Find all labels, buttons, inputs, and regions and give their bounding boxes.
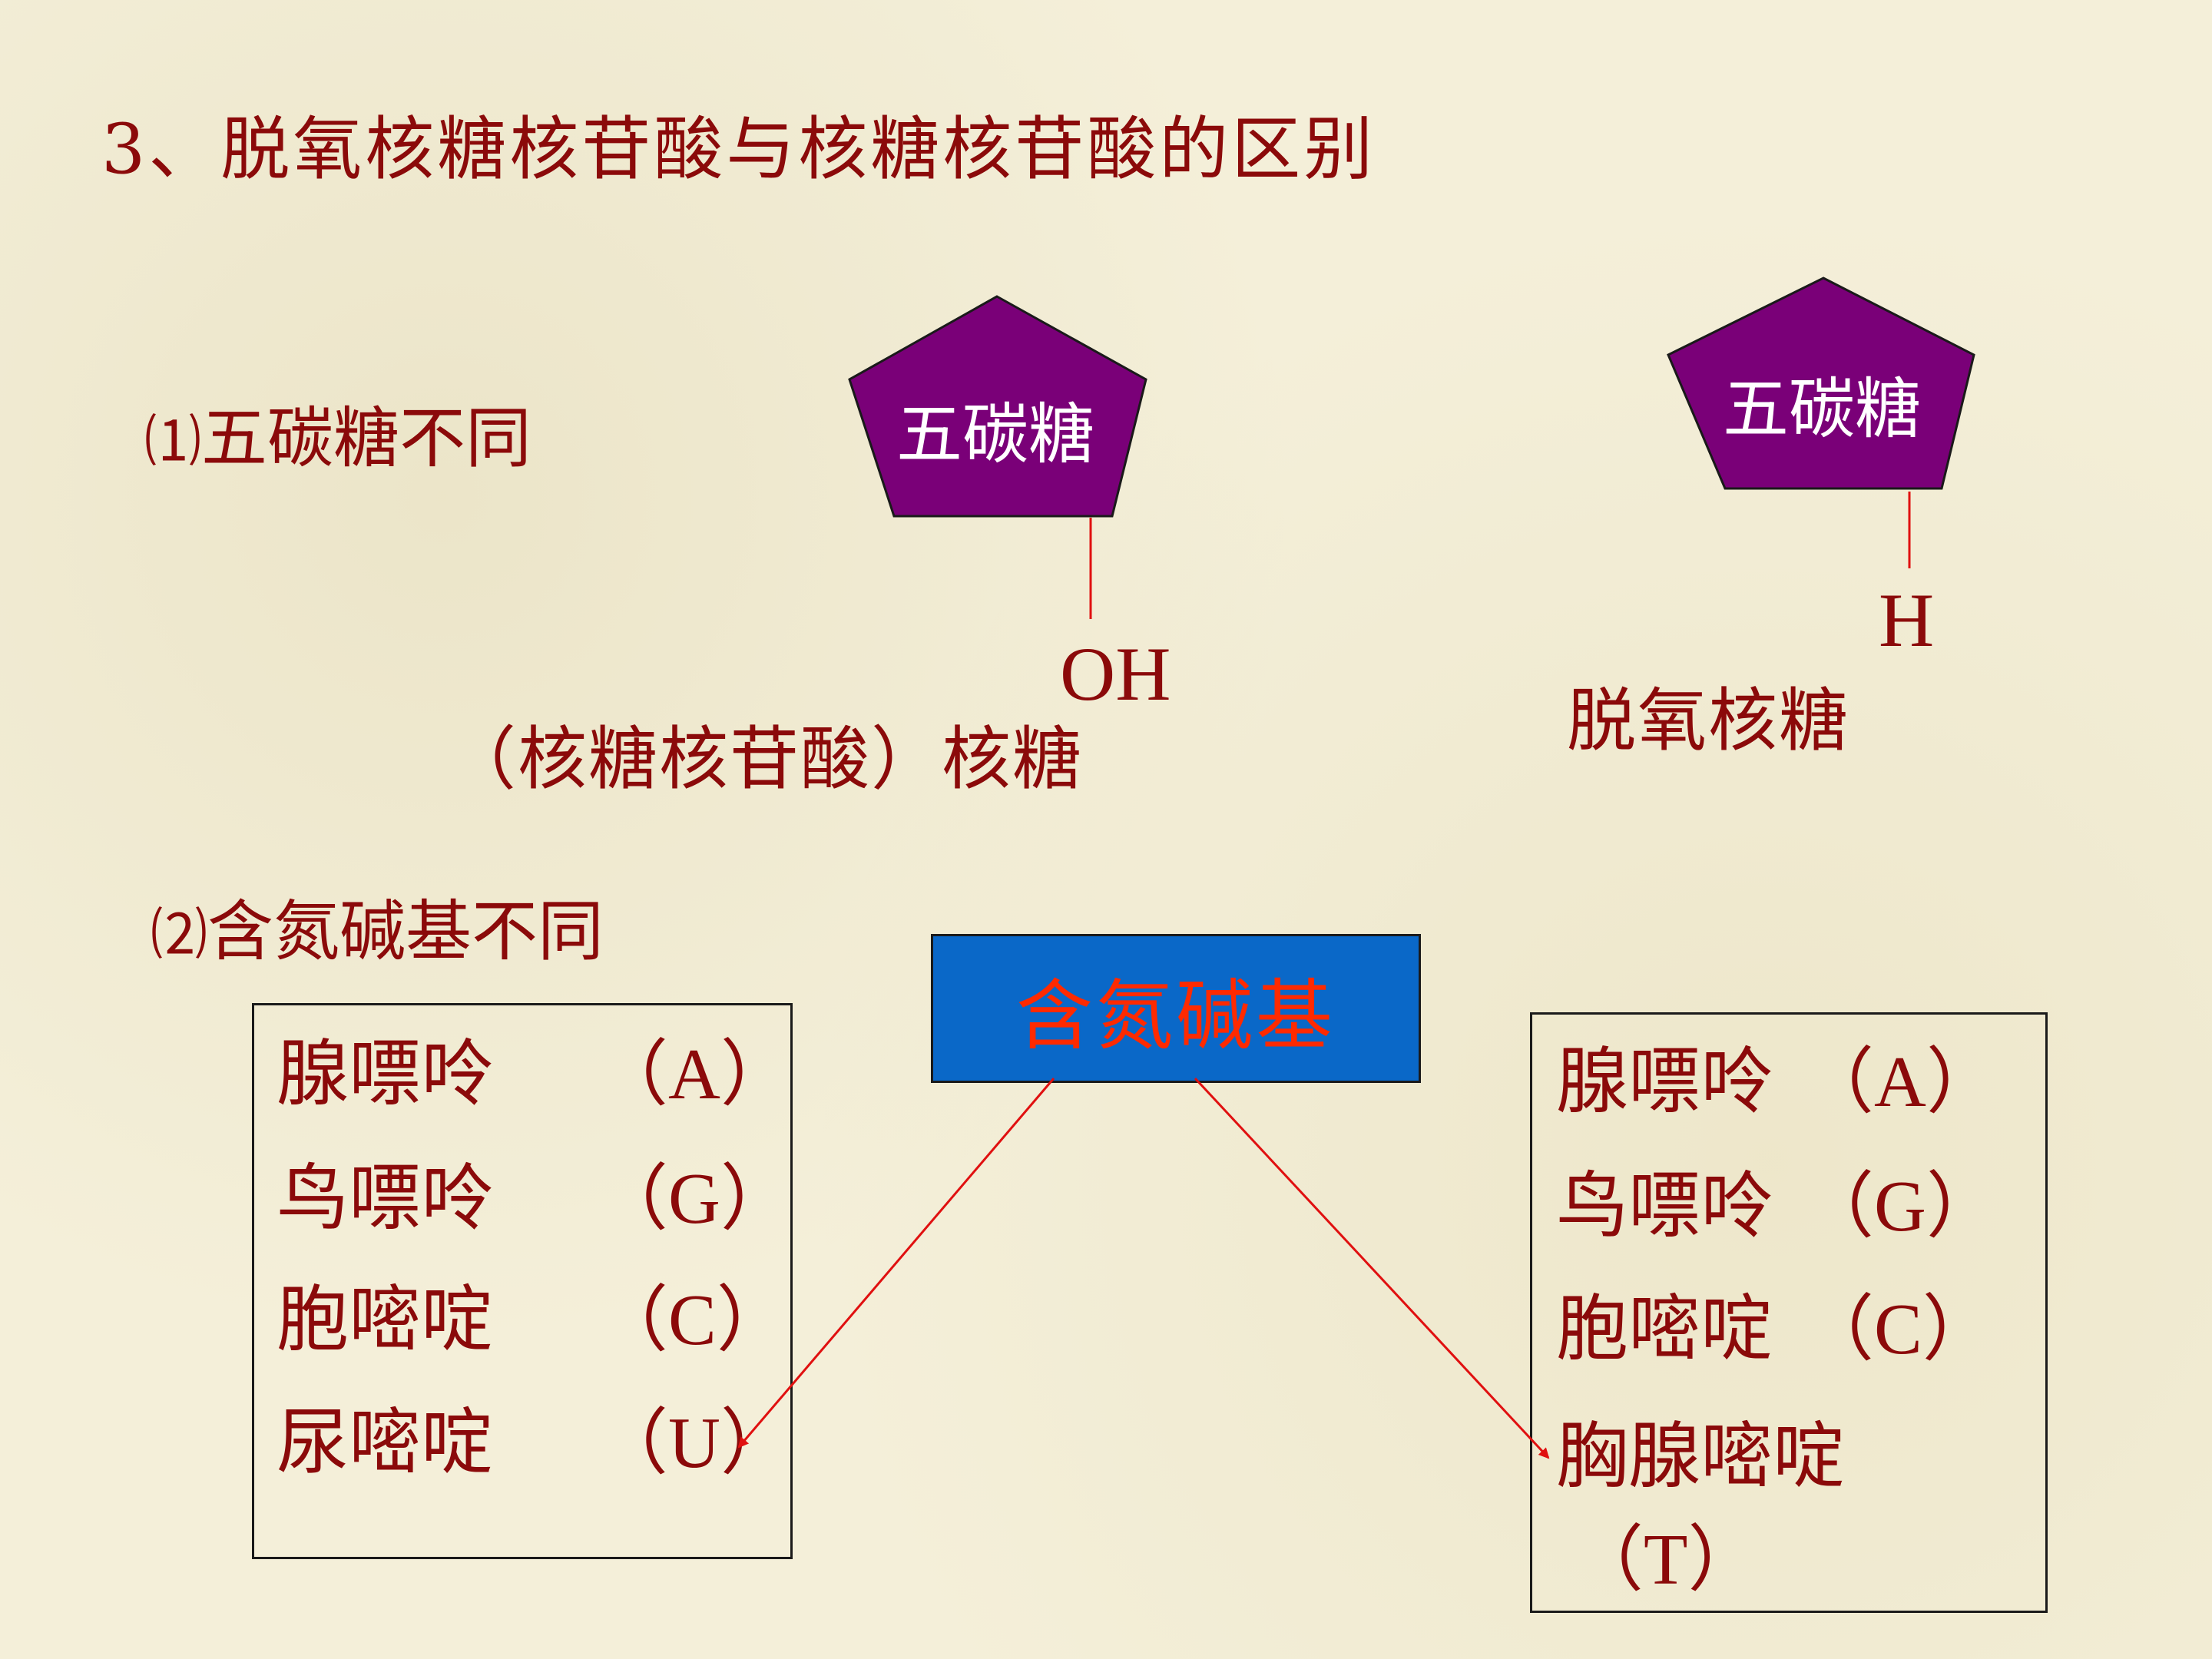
base-code: （A） (596, 1035, 793, 1114)
base-name: 腺嘌呤 (276, 1032, 494, 1116)
base-name: 胞嘧啶 (1556, 1287, 1773, 1371)
right-pentagon-label: 五碳糖 (1723, 371, 1921, 448)
section1-heading-text: 五碳糖不同 (201, 400, 531, 477)
left-sugar-caption: （核糖核苷酸）核糖 (447, 719, 1083, 800)
section1-heading: ⑴五碳糖不同 (144, 406, 531, 472)
dna-bases-box (1530, 1012, 2048, 1613)
base-name: 鸟嘌呤 (1556, 1164, 1773, 1248)
slide-title: 3、脱氧核糖核苷酸与核糖核苷酸的区别 (101, 109, 1376, 190)
base-code: （T） (1571, 1520, 1760, 1600)
nitrogen-base-label: 含氮碱基 (1016, 970, 1336, 1061)
right-sugar-caption: 脱氧核糖 (1567, 680, 1849, 761)
base-code: （G） (596, 1159, 793, 1239)
base-name: 尿嘧啶 (276, 1401, 494, 1485)
arrow-to-rna-bases (737, 1078, 1055, 1449)
left-oh-group: OH (1060, 631, 1171, 717)
base-code: （C） (596, 1280, 789, 1360)
base-name: 胸腺嘧啶 (1556, 1415, 1846, 1498)
base-code: （A） (1802, 1042, 1998, 1122)
base-name: 腺嘌呤 (1556, 1040, 1773, 1124)
section1-number: ⑴ (144, 409, 201, 475)
base-code: （U） (596, 1403, 793, 1483)
left-pentagon-label: 五碳糖 (896, 396, 1094, 473)
right-h-group: H (1879, 578, 1935, 663)
right-pentagon (1667, 276, 1975, 490)
base-name: 鸟嘌呤 (276, 1157, 494, 1240)
rna-bases-box (252, 1003, 793, 1559)
base-code: （G） (1802, 1167, 1998, 1247)
base-name: 胞嘧啶 (276, 1278, 494, 1362)
nitrogen-base-box: 含氮碱基 (931, 934, 1421, 1083)
section2-number: ⑵ (151, 902, 207, 968)
section2-heading: ⑵含氮碱基不同 (151, 899, 604, 965)
section2-heading-text: 含氮碱基不同 (207, 893, 604, 970)
base-code: （C） (1802, 1290, 1995, 1369)
arrow-to-dna-bases (1194, 1077, 1550, 1459)
left-pentagon (848, 295, 1147, 518)
